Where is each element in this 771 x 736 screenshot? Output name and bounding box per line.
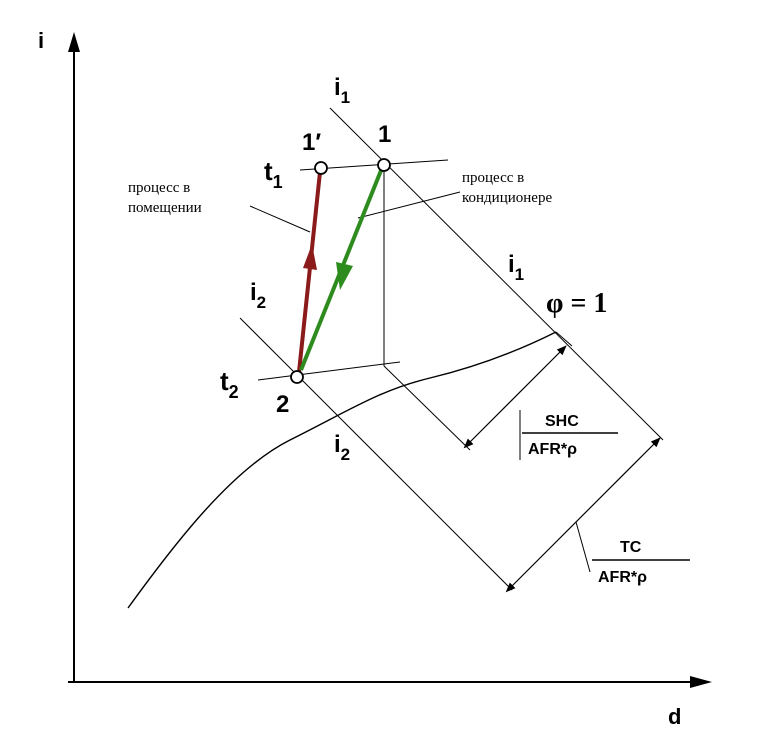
point-1-prime-label: 1′ — [302, 129, 321, 156]
tc-dimension-arrow — [505, 437, 661, 593]
x-axis-arrow-icon — [690, 676, 712, 688]
y-axis-label: i — [38, 28, 44, 53]
room-process-text-line1: процесс в — [128, 180, 190, 196]
saturation-label: φ = 1 — [546, 288, 607, 319]
extension-line-shc-inner — [383, 365, 471, 451]
point-1-prime-marker — [314, 161, 328, 175]
room-process-leader — [249, 205, 311, 233]
shc-dimension-arrow — [463, 345, 567, 449]
i2-bottom-label: i2 — [334, 431, 350, 464]
t2-label: t2 — [220, 366, 239, 402]
point-1-label: 1 — [378, 121, 391, 148]
extension-line-shc-outer — [555, 331, 573, 347]
point-1-marker — [377, 158, 391, 172]
tc-numerator: TC — [620, 539, 642, 556]
point-2-label: 2 — [276, 391, 289, 418]
i1-top-label: i1 — [334, 74, 350, 107]
room-process-line — [297, 171, 322, 373]
shc-denominator: AFR*ρ — [528, 441, 577, 458]
enthalpy-line-i1 — [329, 107, 664, 441]
tc-label-leader — [575, 521, 591, 573]
ac-process-leader — [357, 191, 461, 219]
isotherm-t2 — [257, 361, 401, 381]
shc-numerator: SHC — [545, 413, 579, 430]
x-axis-label: d — [668, 704, 681, 729]
room-process-arrow-icon — [303, 244, 317, 270]
i2-left-label: i2 — [250, 279, 266, 312]
saturation-curve — [127, 331, 557, 609]
t1-label: t1 — [264, 156, 283, 192]
enthalpy-line-i2 — [239, 317, 513, 591]
ac-process-text-line1: процесс в — [462, 170, 524, 186]
ac-process-text-line2: кондиционере — [462, 190, 552, 206]
i1-right-label: i1 — [508, 251, 524, 284]
tc-denominator: AFR*ρ — [598, 569, 647, 586]
ac-process-arrow-icon — [336, 262, 353, 290]
y-axis-arrow-icon — [68, 32, 80, 52]
room-process-text-line2: помещении — [128, 200, 202, 216]
point-2-marker — [290, 370, 304, 384]
